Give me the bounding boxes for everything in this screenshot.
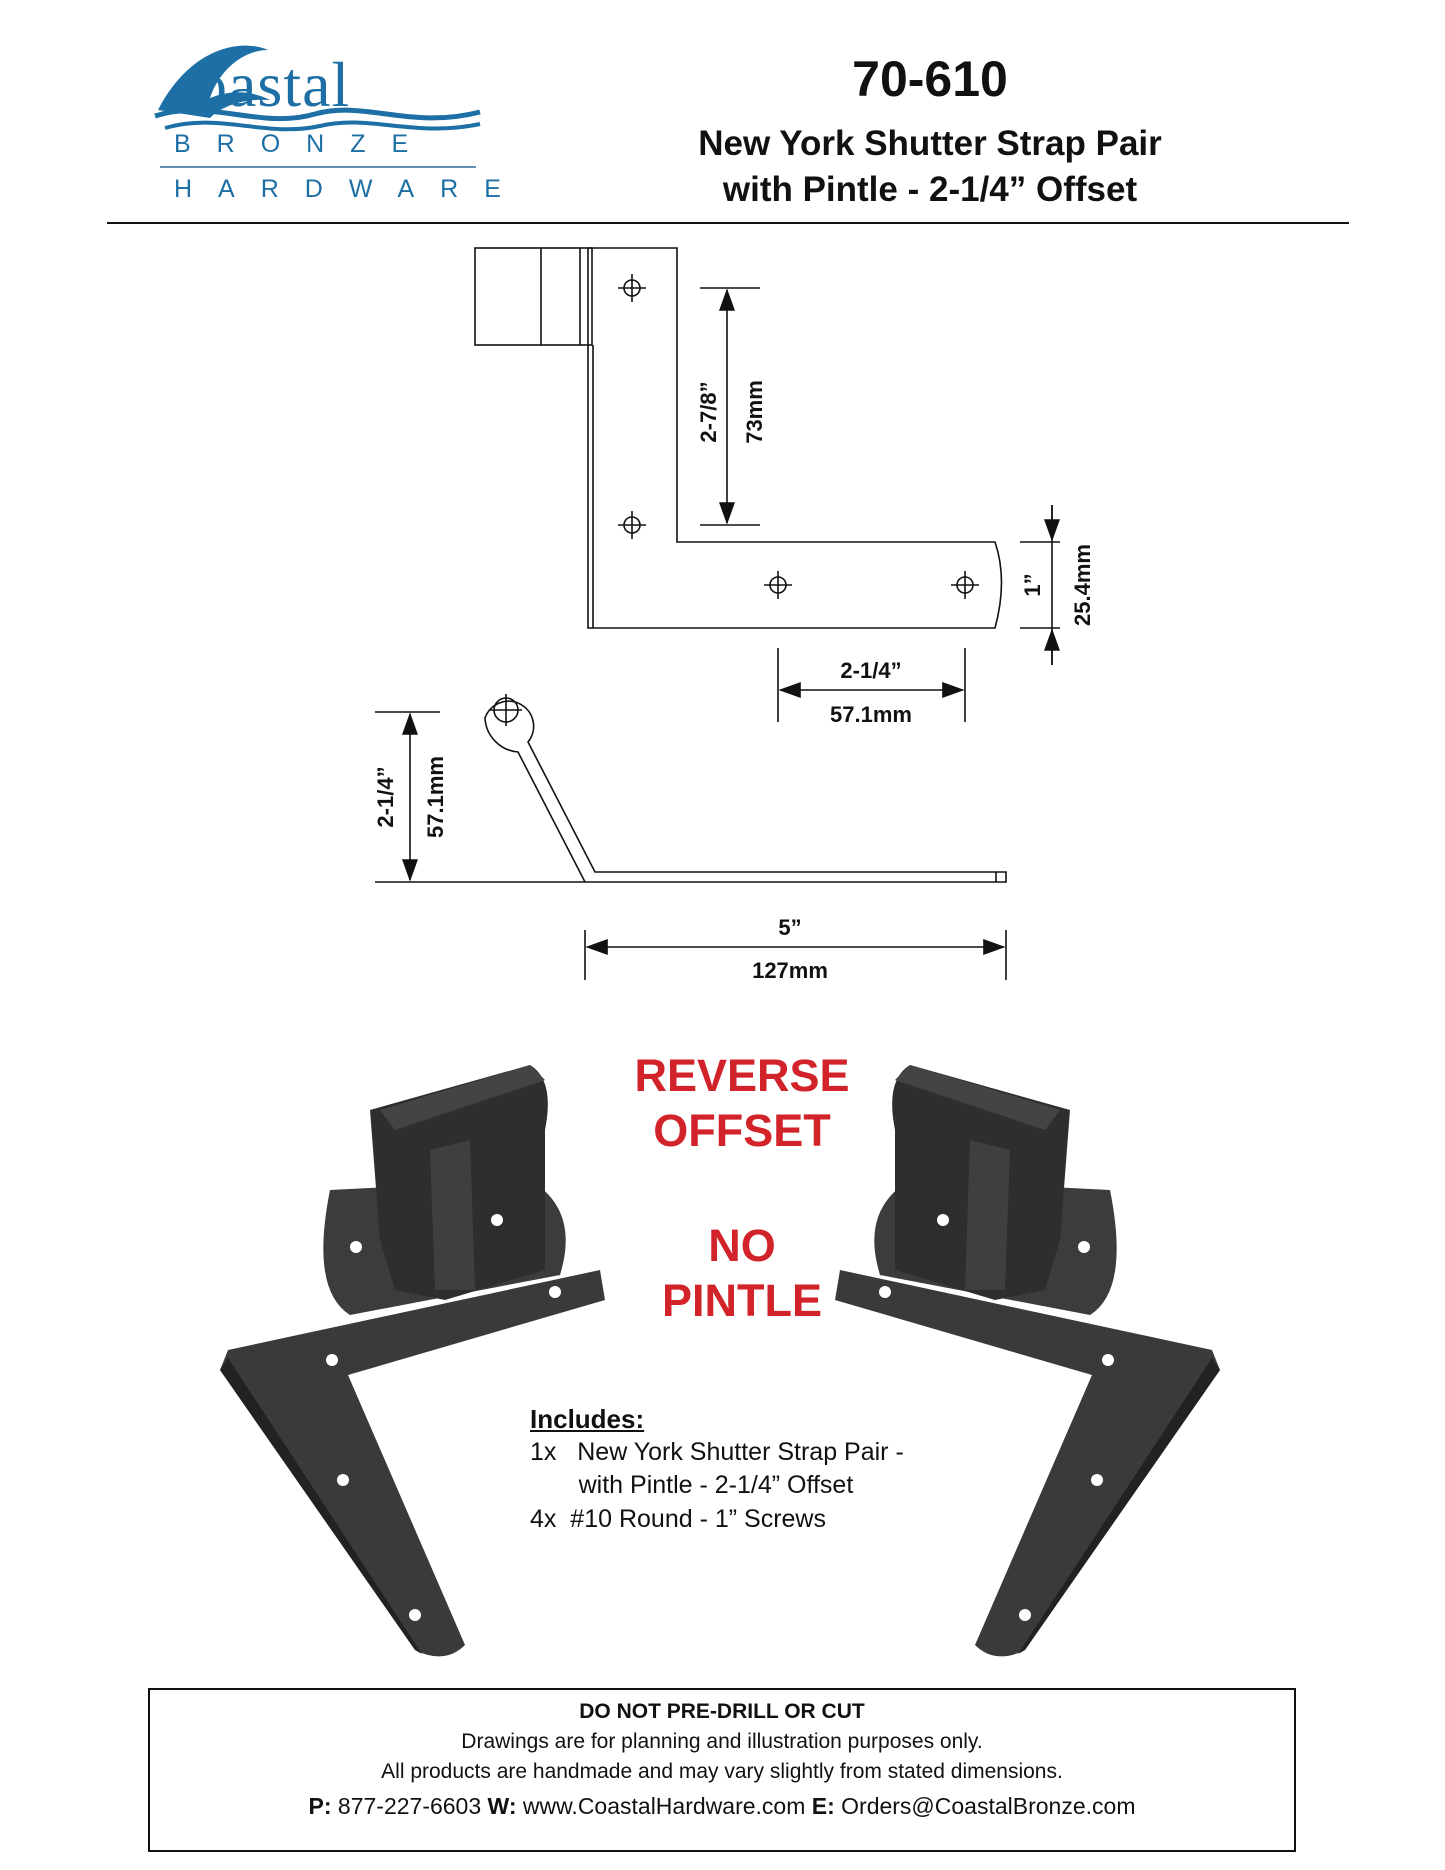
email-label: E: — [811, 1793, 835, 1819]
phone-label: P: — [308, 1793, 332, 1819]
screw-hole — [618, 274, 646, 302]
product-title-line1: New York Shutter Strap Pair — [698, 124, 1162, 163]
logo-divider — [160, 166, 476, 168]
footer-box — [148, 1688, 1296, 1852]
logo-hardware-text: HARDWARE — [174, 175, 527, 203]
part-number: 70-610 — [852, 51, 1008, 107]
includes-item1-line2: with Pintle - 2-1/4” Offset — [530, 1471, 854, 1499]
screw-hole — [951, 571, 979, 599]
footer-disclaimer-1: Drawings are for planning and illustrati… — [461, 1730, 983, 1753]
no-pintle-line2: PINTLE — [661, 1275, 822, 1326]
hinge-left-image — [220, 1065, 605, 1657]
product-title-line2: with Pintle - 2-1/4” Offset — [722, 170, 1138, 209]
screw-hole — [618, 511, 646, 539]
reverse-offset-line2: OFFSET — [653, 1105, 831, 1156]
strap-outline — [587, 247, 1003, 629]
dim-pintle-rise-in: 2-1/4” — [373, 766, 398, 827]
hinge-right-image — [835, 1065, 1220, 1657]
knuckle-outline — [474, 247, 593, 346]
reverse-offset-line1: REVERSE — [634, 1050, 850, 1101]
dim-strap-height-in: 2-7/8” — [696, 381, 721, 442]
dim-strap-width-in: 1” — [1020, 573, 1045, 596]
includes-heading: Includes: — [530, 1404, 645, 1434]
website-link[interactable]: www.CoastalHardware.com — [522, 1793, 806, 1819]
dim-strap-width-mm: 25.4mm — [1070, 544, 1095, 626]
footer-warning: DO NOT PRE-DRILL OR CUT — [579, 1700, 865, 1723]
dim-pintle-rise-mm: 57.1mm — [423, 756, 448, 838]
includes-item2: 4x #10 Round - 1” Screws — [530, 1505, 826, 1533]
dim-length-mm: 127mm — [752, 958, 828, 983]
dim-length-in: 5” — [778, 915, 801, 940]
phone-number[interactable]: 877-227-6603 — [337, 1793, 482, 1819]
includes-item1-line1: 1x New York Shutter Strap Pair - — [530, 1438, 904, 1466]
dim-offset-mm: 57.1mm — [830, 702, 912, 727]
dim-offset-in: 2-1/4” — [840, 658, 901, 683]
footer-contact: P: 877-227-6603 W: www.CoastalHardware.c… — [150, 1793, 1294, 1820]
header-rule — [107, 222, 1349, 224]
pintle-side-outline — [484, 700, 1007, 883]
logo-wave-icon — [154, 45, 481, 132]
no-pintle-line1: NO — [708, 1220, 776, 1271]
technical-drawing: 2-7/8” 73mm 1” 25.4mm 2-1/4” 57.1mm 2-1/… — [373, 247, 1095, 983]
logo-bronze-text: BRONZE — [174, 130, 435, 158]
web-label: W: — [487, 1793, 517, 1819]
dim-strap-height-mm: 73mm — [742, 380, 767, 444]
logo-wordmark: oastal — [195, 49, 351, 120]
email-link[interactable]: Orders@CoastalBronze.com — [841, 1793, 1136, 1819]
screw-hole — [764, 571, 792, 599]
footer-disclaimer-2: All products are handmade and may vary s… — [381, 1760, 1063, 1783]
